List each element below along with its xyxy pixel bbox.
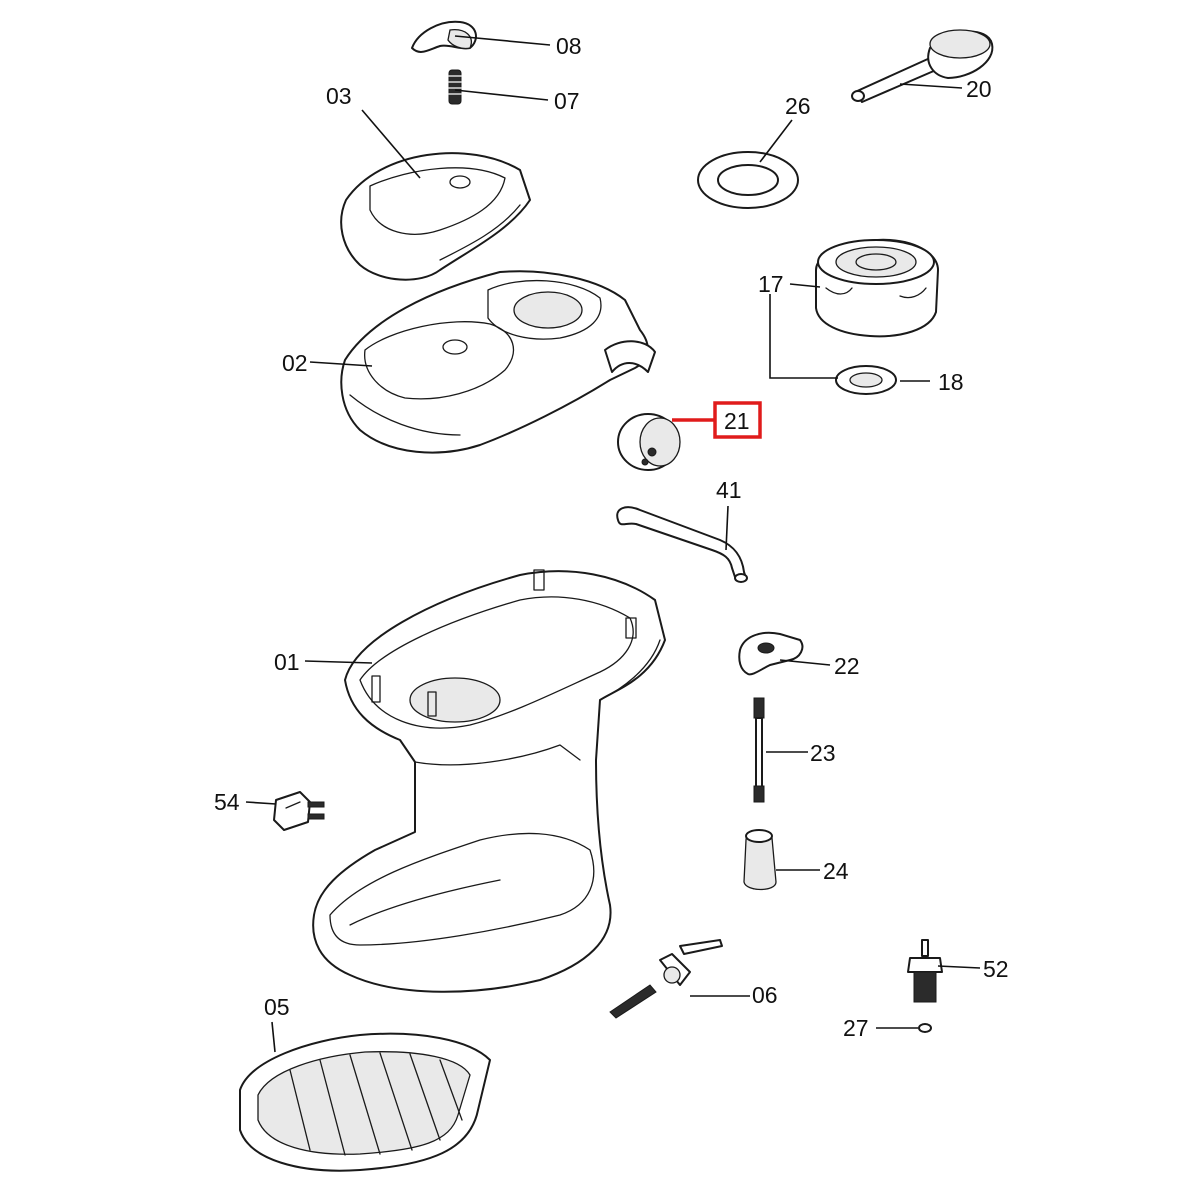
callout-01: 01 [274, 649, 300, 675]
part-21-selector-knob[interactable] [617, 413, 681, 471]
callout-41: 41 [716, 477, 742, 503]
callout-02: 02 [282, 350, 308, 376]
callout-08: 08 [556, 33, 582, 59]
leader-lines [245, 35, 981, 1053]
part-41-tube[interactable] [616, 506, 748, 583]
part-17-boiler-cap[interactable] [815, 238, 939, 338]
part-07-spring[interactable] [448, 69, 462, 105]
part-54-switch[interactable] [273, 791, 325, 831]
callout-17: 17 [758, 271, 784, 297]
callout-22: 22 [834, 653, 860, 679]
part-52-sensor[interactable] [907, 939, 943, 1003]
part-27-washer[interactable] [918, 1023, 932, 1033]
callout-26: 26 [785, 93, 811, 119]
part-22-bracket[interactable] [738, 631, 804, 676]
part-01-main-body[interactable] [312, 569, 666, 993]
callout-06: 06 [752, 982, 778, 1008]
callout-24: 24 [823, 858, 849, 884]
callout-03: 03 [326, 83, 352, 109]
callout-07: 07 [554, 88, 580, 114]
callout-21-highlight-box [713, 401, 762, 439]
callout-23: 23 [810, 740, 836, 766]
callout-20: 20 [966, 76, 992, 102]
part-02-upper-housing[interactable] [340, 270, 656, 454]
callout-52: 52 [983, 956, 1009, 982]
part-24-sleeve[interactable] [743, 829, 777, 891]
part-18-small-gasket[interactable] [835, 365, 897, 395]
callout-18: 18 [938, 369, 964, 395]
part-05-drip-tray[interactable] [239, 1032, 491, 1172]
part-08-knob[interactable] [411, 20, 477, 53]
callout-21: 21 [724, 408, 750, 434]
part-23-rod[interactable] [753, 697, 765, 803]
callout-05: 05 [264, 994, 290, 1020]
callout-27: 27 [843, 1015, 869, 1041]
part-26-gasket[interactable] [697, 151, 799, 209]
part-06-valve[interactable] [609, 939, 723, 1019]
part-03-lid[interactable] [340, 152, 531, 281]
part-20-measuring-spoon[interactable] [851, 29, 994, 103]
callout-labels: 08 03 07 20 26 17 02 18 21 41 01 22 23 5… [214, 33, 1009, 1041]
callout-54: 54 [214, 789, 240, 815]
